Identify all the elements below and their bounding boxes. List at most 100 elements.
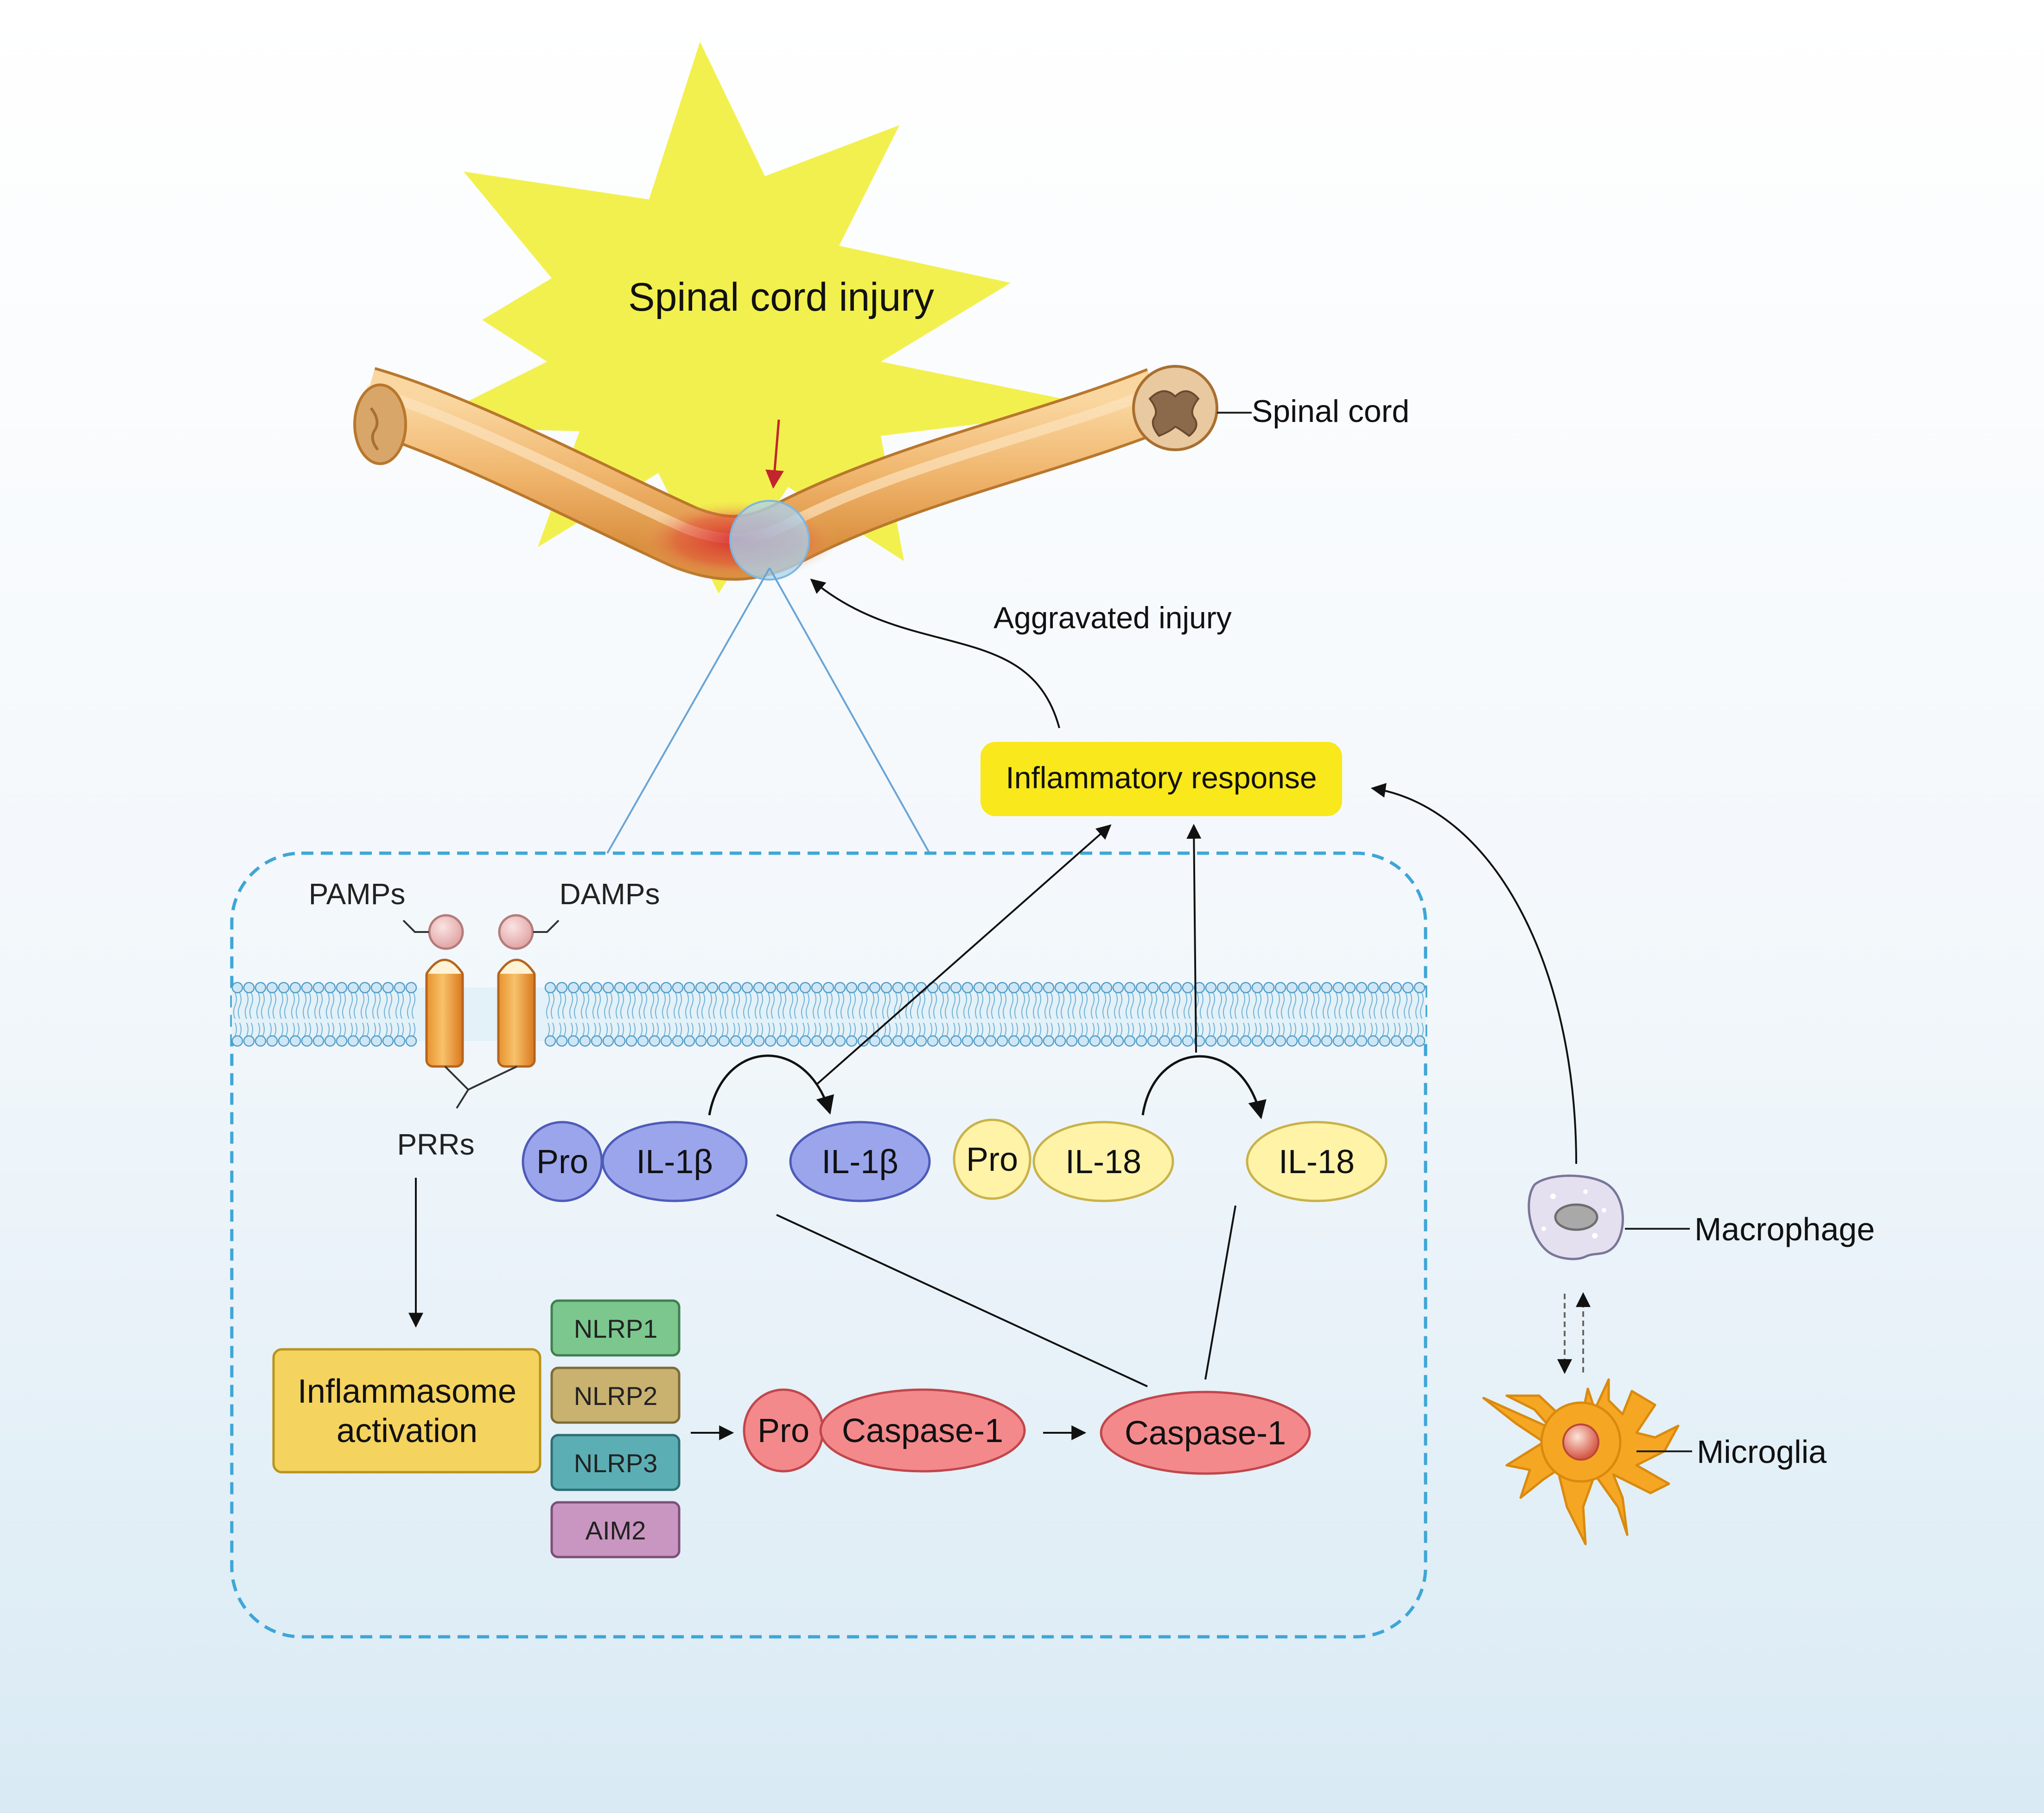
phospholipid-head: [1216, 1035, 1229, 1047]
phospholipid-head: [915, 1035, 927, 1047]
mature-il18: IL-18: [1246, 1121, 1388, 1202]
phospholipid-head: [289, 1035, 301, 1047]
phospholipid-head: [637, 982, 649, 994]
phospholipid-head: [1298, 982, 1310, 994]
phospholipid-head: [1147, 1035, 1159, 1047]
il1b-to-inflammation-arrow: [815, 824, 1112, 1086]
phospholipid-head: [602, 1035, 614, 1047]
cell-boundary: [230, 851, 1427, 1639]
phospholipid-head: [1043, 1035, 1055, 1047]
phospholipid-head: [892, 1035, 904, 1047]
phospholipid-head: [1390, 1035, 1402, 1047]
phospholipid-head: [672, 1035, 684, 1047]
phospholipid-head: [869, 1035, 881, 1047]
phospholipid-head: [1066, 982, 1078, 994]
pamps-leader: [402, 919, 429, 933]
macrophage-label: Macrophage: [1694, 1211, 1875, 1247]
phospholipid-head: [1321, 982, 1333, 994]
phospholipid-head: [683, 982, 695, 994]
phospholipid-head: [707, 1035, 719, 1047]
phospholipid-head: [359, 982, 371, 994]
zoom-line-left: [606, 568, 770, 854]
phospholipid-head: [1216, 982, 1229, 994]
phospholipid-head: [904, 1035, 916, 1047]
phospholipid-head: [973, 1035, 985, 1047]
caspase-to-il1b-line: [776, 1214, 1148, 1387]
aim2-label: AIM2: [586, 1516, 646, 1545]
phospholipid-head: [822, 982, 834, 994]
phospholipid-head: [243, 1035, 255, 1047]
phospholipid-head: [776, 1035, 788, 1047]
prrs-leader-stem: [456, 1089, 469, 1109]
injury-arrow: [765, 419, 784, 489]
phospholipid-head: [938, 982, 950, 994]
pro-il18-il18-label: IL-18: [1065, 1143, 1141, 1181]
phospholipid-head: [336, 1035, 348, 1047]
phospholipid-head: [579, 1035, 591, 1047]
phospholipid-head: [962, 1035, 974, 1047]
phospholipid-head: [764, 982, 777, 994]
phospholipid-head: [741, 982, 753, 994]
phospholipid-head: [556, 1035, 568, 1047]
phospholipid-head: [788, 1035, 800, 1047]
aggravated-injury-label: Aggravated injury: [993, 600, 1232, 635]
phospholipid-head: [1170, 982, 1182, 994]
phospholipid-head: [1286, 1035, 1298, 1047]
phospholipid-head: [347, 982, 359, 994]
phospholipid-head: [1066, 1035, 1078, 1047]
phospholipid-head: [846, 982, 858, 994]
phospholipid-head: [683, 1035, 695, 1047]
phospholipid-head: [637, 1035, 649, 1047]
phospholipid-head: [1344, 1035, 1356, 1047]
caspase-to-il18-line: [1204, 1205, 1236, 1380]
mature-il1b: IL-1β: [789, 1121, 931, 1202]
phospholipid-head: [614, 982, 626, 994]
phospholipid-head: [834, 1035, 846, 1047]
phospholipid-head: [382, 1035, 394, 1047]
microglia-label: Microglia: [1697, 1434, 1827, 1470]
phospholipid-head: [1043, 982, 1055, 994]
inflammasome-activation-box: Inflammasome activation: [272, 1348, 541, 1474]
microglia-cell-icon: [1482, 1378, 1680, 1545]
phospholipid-head: [370, 982, 382, 994]
phospholipid-head: [927, 1035, 939, 1047]
phospholipid-head: [1228, 1035, 1240, 1047]
mature-il1b-label: IL-1β: [821, 1143, 898, 1181]
macrophage-to-inflammation-arrow: [1370, 783, 1577, 1164]
phospholipid-head: [973, 982, 985, 994]
phospholipid-head: [718, 1035, 730, 1047]
phospholipid-head: [1298, 1035, 1310, 1047]
phospholipid-head: [811, 1035, 823, 1047]
phospholipid-head: [1390, 982, 1402, 994]
phospholipid-head: [950, 1035, 962, 1047]
phospholipid-head: [718, 982, 730, 994]
phospholipid-head: [1170, 1035, 1182, 1047]
phospholipid-head: [1309, 1035, 1321, 1047]
phospholipid-head: [996, 1035, 1008, 1047]
phospholipid-head: [892, 982, 904, 994]
phospholipid-head: [938, 1035, 950, 1047]
phospholipid-head: [1228, 982, 1240, 994]
phospholipid-head: [660, 982, 672, 994]
aggravated-injury-arrow: [810, 578, 1060, 728]
phospholipid-head: [1379, 1035, 1391, 1047]
phospholipid-head: [278, 1035, 290, 1047]
phospholipid-head: [1332, 982, 1344, 994]
pamps-label: PAMPs: [309, 877, 406, 911]
phospholipid-head: [1182, 982, 1194, 994]
phospholipid-head: [625, 1035, 637, 1047]
phospholipid-head: [822, 1035, 834, 1047]
phospholipid-head: [985, 1035, 997, 1047]
phospholipid-head: [1344, 982, 1356, 994]
phospholipid-head: [255, 1035, 267, 1047]
pro-il1b-pro-label: Pro: [536, 1143, 588, 1181]
pro-il18-pro-label: Pro: [966, 1141, 1018, 1178]
phospholipid-head: [649, 1035, 661, 1047]
inflammasome-label-line2: activation: [337, 1412, 478, 1449]
phospholipid-head: [799, 982, 811, 994]
phospholipid-head: [1379, 982, 1391, 994]
phospholipid-head: [1019, 982, 1032, 994]
injury-starburst: [417, 42, 1108, 594]
inflammasome-label-line1: Inflammasome: [298, 1373, 516, 1410]
